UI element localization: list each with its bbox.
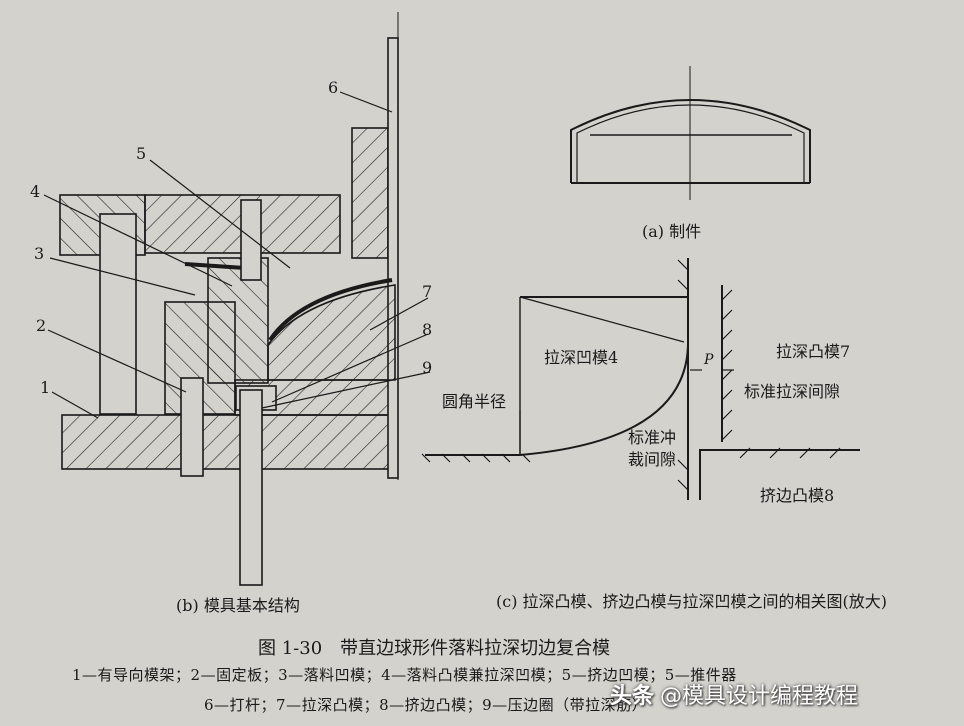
figure-legend-line-1: 1—有导向模架；2—固定板；3—落料凹模；4—落料凸模兼拉深凹模；5—挤边凹模；… — [72, 666, 737, 684]
die-ground-hatch — [421, 453, 531, 463]
radius-pointer — [519, 296, 685, 343]
caption-panel-a: (a) 制件 — [642, 222, 702, 241]
label-fillet-radius: 圆角半径 — [442, 392, 507, 411]
callout-8: 8 — [422, 320, 433, 339]
figure-title: 图 1-30 带直边球形件落料拉深切边复合模 — [258, 638, 611, 659]
label-draw-gap: 标准拉深间隙 — [744, 382, 841, 401]
watermark: 头条 @模具设计编程教程 — [610, 676, 960, 712]
caption-panel-b: (b) 模具基本结构 — [176, 596, 300, 615]
label-cut-gap-line1: 标准冲 — [628, 428, 677, 447]
upper-post — [387, 37, 399, 479]
callout-7: 7 — [422, 282, 433, 301]
figure-legend-line-2: 6—打杆；7—拉深凸模；8—挤边凸模；9—压边圈（带拉深筋） — [204, 696, 648, 714]
punch-wall-hatch — [721, 289, 733, 441]
trim-punch-profile — [699, 449, 860, 500]
label-trim-punch: 挤边凸模8 — [760, 486, 835, 505]
watermark-logo: 头条 — [610, 684, 655, 709]
die-wall-hatch — [677, 259, 689, 491]
lower-die-shoe — [61, 414, 398, 470]
drawing-punch — [267, 284, 396, 381]
trim-punch-hatch — [739, 447, 841, 459]
part-drawing — [570, 66, 811, 200]
callout-5: 5 — [136, 144, 147, 163]
detail-drawing — [421, 258, 860, 500]
callout-leaders — [43, 91, 431, 419]
bolt-upper — [240, 199, 262, 281]
label-cut-gap-line2: 裁间隙 — [628, 450, 677, 469]
callout-3: 3 — [34, 244, 45, 263]
sheet-blank — [184, 262, 393, 342]
label-drawing-die: 拉深凹模4 — [544, 348, 619, 367]
callout-6: 6 — [328, 78, 339, 97]
watermark-handle: @模具设计编程教程 — [660, 684, 859, 709]
mold-structure-drawing — [59, 12, 399, 586]
guide-post — [99, 213, 137, 415]
die-shank — [351, 127, 389, 259]
label-drawing-punch: 拉深凸模7 — [776, 342, 851, 361]
caption-panel-c: (c) 拉深凸模、挤边凸模与拉深凹模之间的相关图(放大) — [496, 592, 888, 611]
bolt-lower — [180, 377, 204, 477]
callout-9: 9 — [422, 358, 433, 377]
callout-4: 4 — [30, 182, 41, 201]
knock-bar — [239, 389, 263, 586]
label-gap-p: P — [704, 352, 714, 368]
callout-2: 2 — [36, 316, 47, 335]
callout-1: 1 — [40, 378, 51, 397]
